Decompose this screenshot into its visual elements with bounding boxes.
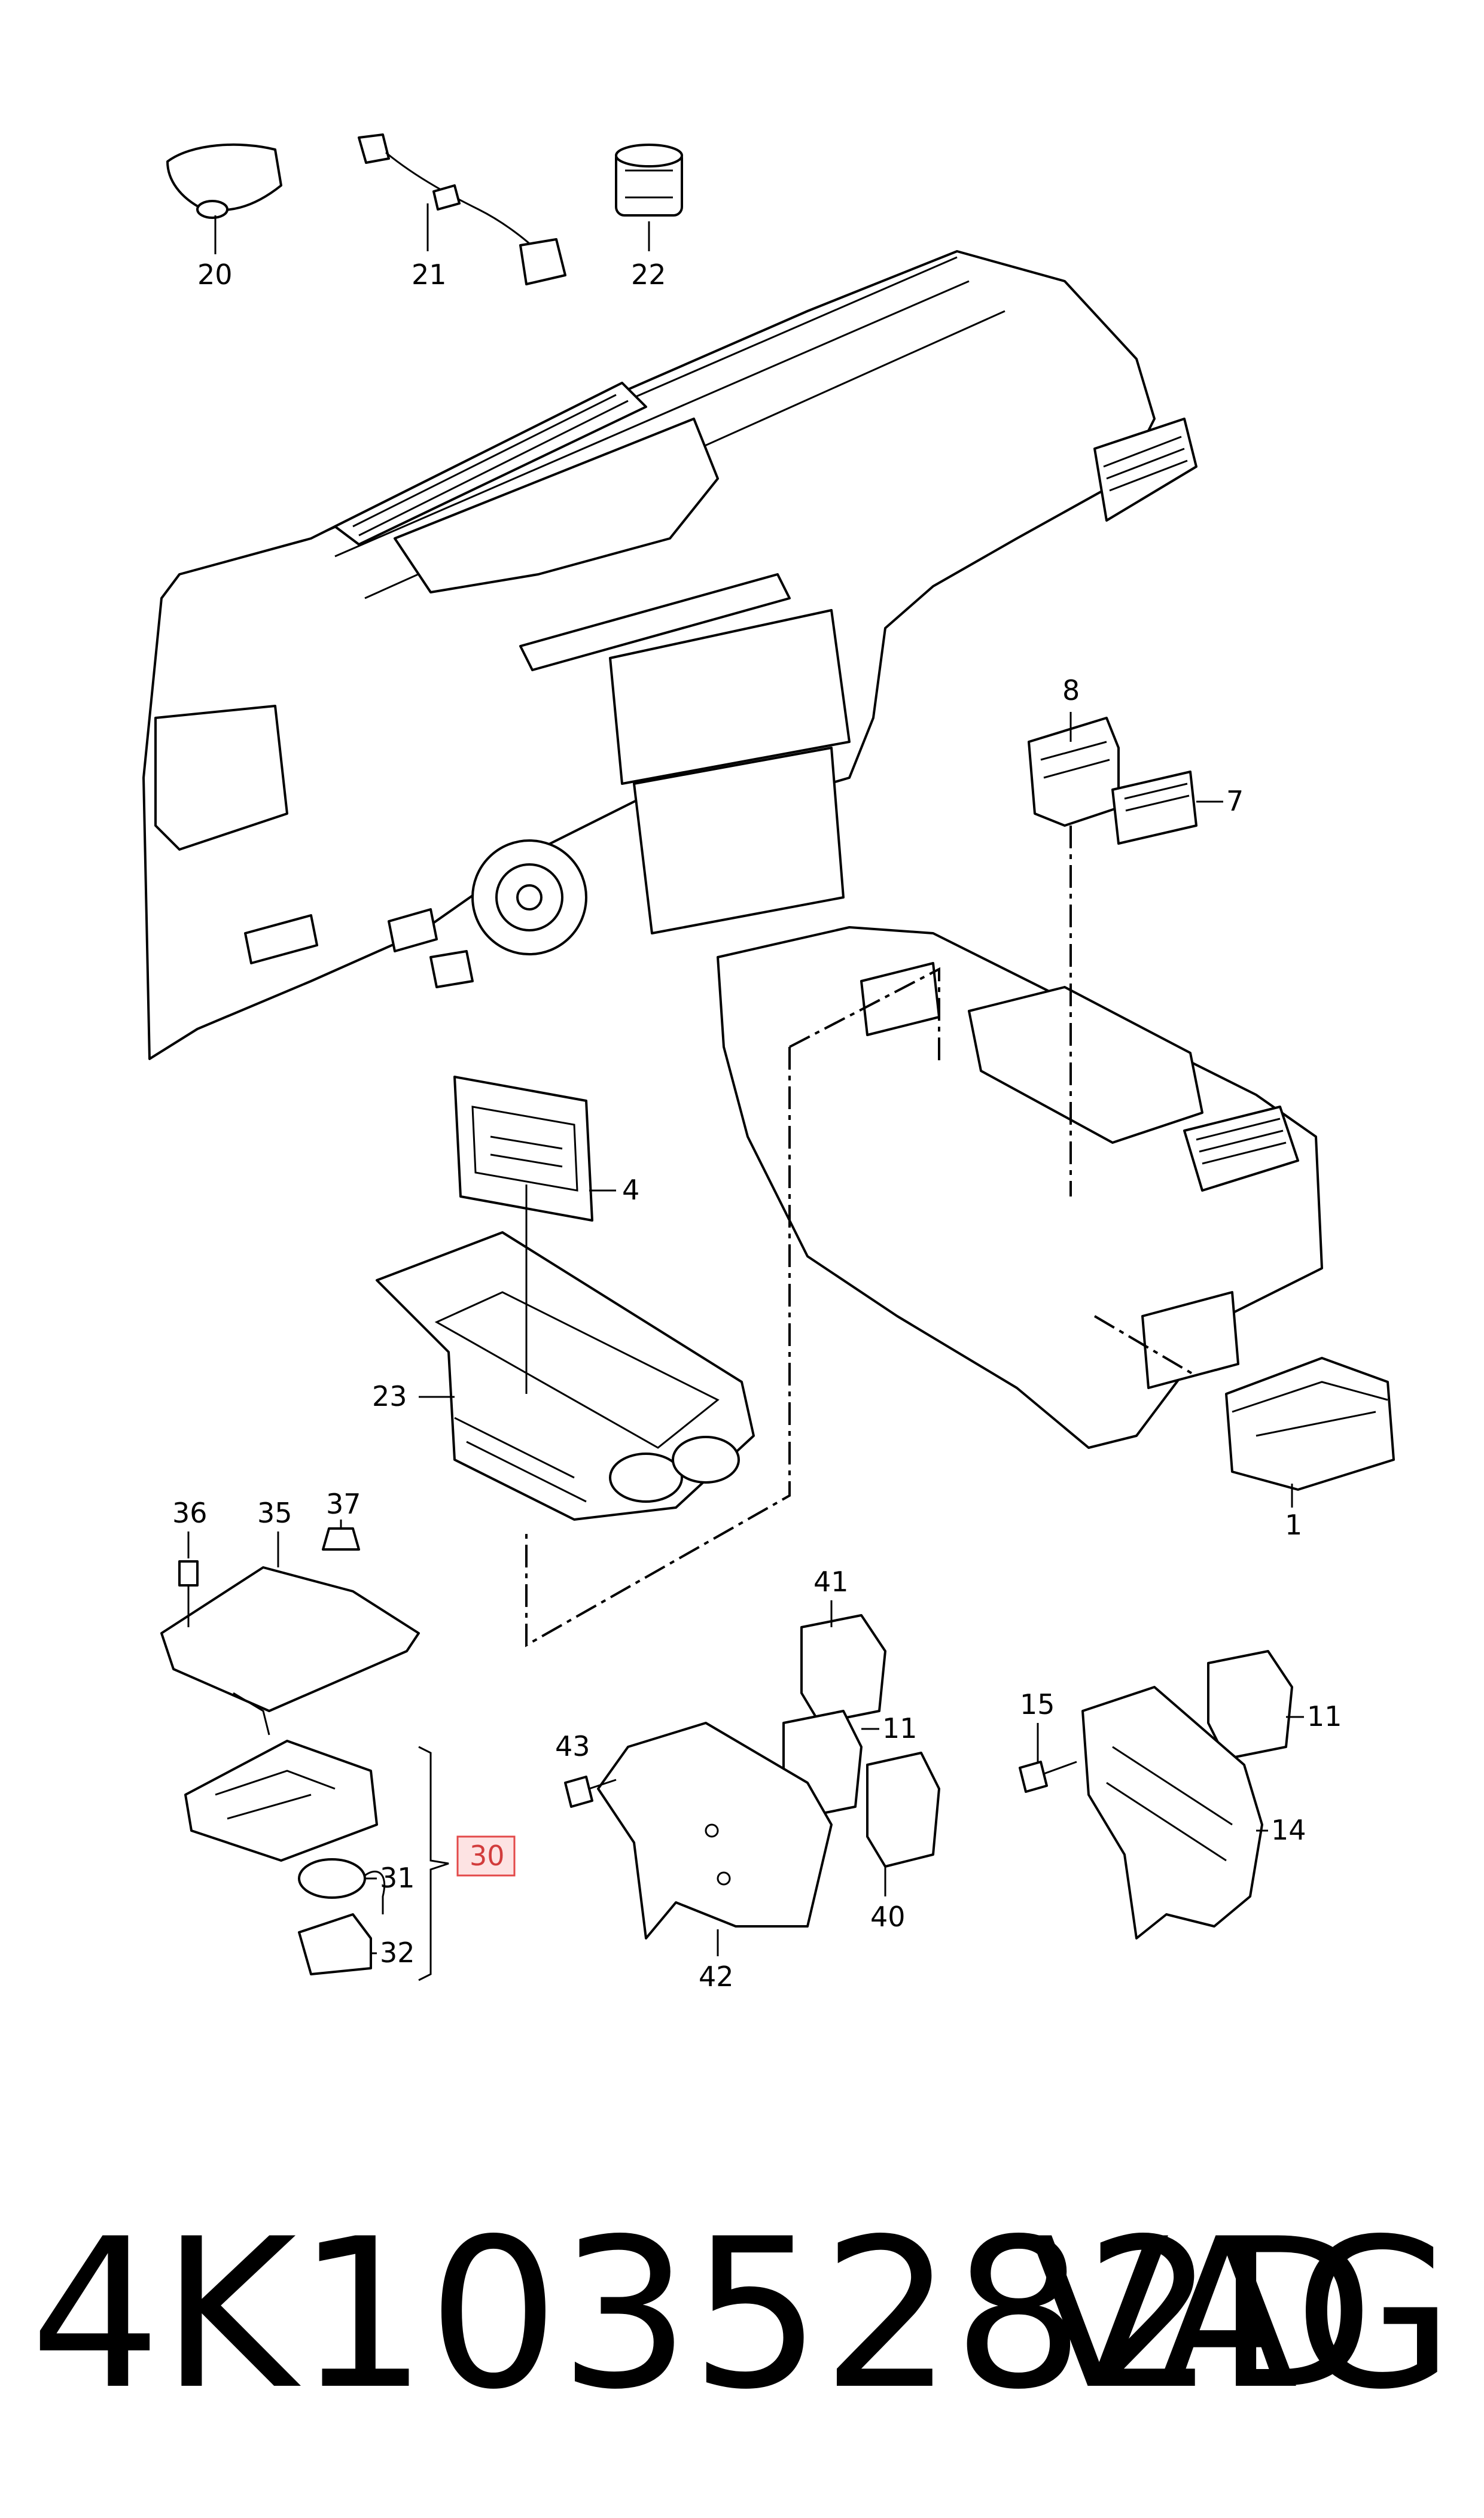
label-1: 1	[1285, 1509, 1302, 1541]
screw-part-36	[178, 1560, 199, 1627]
label-37: 37	[326, 1488, 361, 1520]
bracket-lines-30	[418, 1746, 449, 1981]
part-labels: 20 21 22 8 7 4 23 1 36 35 37 31 32 41 11…	[172, 258, 1342, 1993]
tray-part-23	[376, 1231, 755, 1521]
cable-part-21	[358, 133, 566, 285]
housing-part-14	[1081, 1686, 1263, 1940]
connector-part-22	[615, 144, 683, 217]
module-part-7	[1111, 771, 1197, 845]
bracket-part-8	[1028, 717, 1120, 827]
module-part-41	[800, 1614, 886, 1724]
label-8: 8	[1062, 674, 1080, 707]
bracket-part-42	[597, 1722, 833, 1940]
part-number: 4K1035282D	[30, 2195, 1375, 2435]
charger-part-4	[453, 1076, 593, 1222]
label-23: 23	[372, 1380, 407, 1412]
label-22: 22	[631, 258, 666, 291]
leader-lines	[187, 203, 1304, 1956]
label-30-highlight	[456, 1835, 516, 1877]
label-32: 32	[380, 1937, 415, 1969]
label-11-middle: 11	[882, 1712, 918, 1744]
control-unit-part-1	[1225, 1357, 1395, 1491]
brand-name: VAG	[1028, 2195, 1454, 2435]
label-4: 4	[622, 1174, 639, 1206]
label-31: 31	[380, 1862, 415, 1894]
screw-part-15	[1019, 1761, 1077, 1793]
label-20: 20	[197, 258, 233, 291]
module-part-11-right	[1207, 1650, 1293, 1760]
battery-part-31	[298, 1858, 386, 1914]
reference-lines	[525, 826, 1197, 1648]
bracket-part-35	[160, 1566, 420, 1735]
antenna-part-20	[166, 143, 282, 219]
part-number-footer: 4K1035282D VAG	[0, 2184, 1484, 2471]
exploded-parts-diagram: 20 21 22 8 7 4 23 1 36 35 37 31 32 41 11…	[142, 133, 1395, 1993]
label-40: 40	[870, 1901, 906, 1933]
label-30: 30	[470, 1840, 505, 1872]
dashboard-illustration	[142, 250, 1323, 1449]
screw-part-43	[564, 1776, 617, 1808]
label-42: 42	[699, 1960, 734, 1993]
label-11-right: 11	[1307, 1700, 1342, 1733]
label-15: 15	[1020, 1688, 1055, 1721]
label-35: 35	[257, 1497, 292, 1529]
module-part-30	[184, 1740, 378, 1862]
cover-part-32	[298, 1913, 372, 1975]
label-36: 36	[172, 1497, 208, 1529]
label-14: 14	[1271, 1814, 1306, 1846]
sensor-part-40	[866, 1752, 940, 1868]
label-43: 43	[555, 1730, 590, 1762]
label-41: 41	[813, 1566, 849, 1598]
nut-part-37	[322, 1527, 360, 1551]
label-7: 7	[1226, 785, 1244, 817]
label-21: 21	[412, 258, 447, 291]
